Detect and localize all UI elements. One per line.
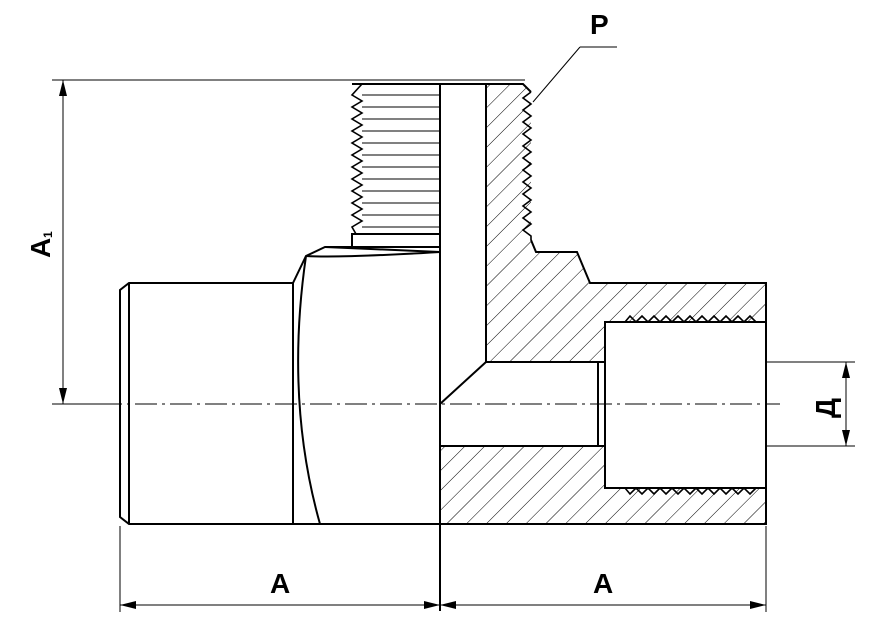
label-a-right: А <box>593 568 613 599</box>
label-d: Д <box>810 398 841 418</box>
dimension-lines <box>52 46 855 612</box>
label-p: Р <box>590 9 609 40</box>
label-a1: А <box>25 238 56 258</box>
label-a1-subscript: 1 <box>41 231 55 238</box>
label-a-left: А <box>270 568 290 599</box>
body-outline-right <box>439 83 767 611</box>
top-thread-left <box>350 83 440 235</box>
section-hatching <box>440 84 766 524</box>
body-outline-left <box>119 83 441 525</box>
